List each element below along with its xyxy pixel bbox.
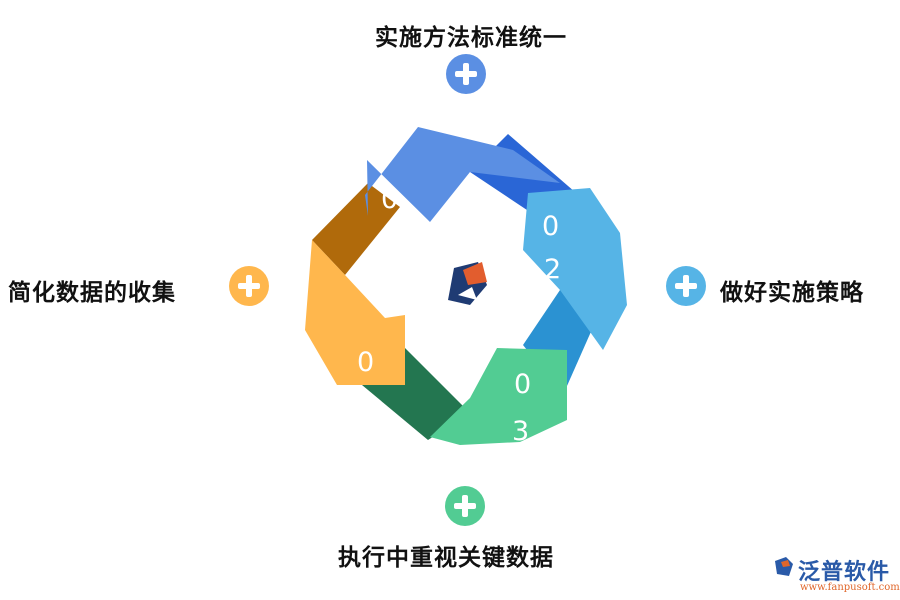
segment-2-arrow [523,188,627,350]
plus-icon-left [229,266,269,306]
segment-4-shade [312,183,400,275]
item-label-right: 做好实施策略 [720,280,864,306]
item-label-left: 简化数据的收集 [8,280,176,306]
brand-name: 泛普软件 [798,560,891,585]
brand-url: www.fanpusoft.com [800,582,900,593]
segment-4-digit-2: 4 [358,389,375,420]
segment-1-digit-1: 0 [381,184,398,215]
segment-2-digit-2: 2 [544,254,561,285]
plus-icon-top [446,54,486,94]
item-label-top: 实施方法标准统一 [375,25,567,51]
center-logo [448,262,487,305]
brand-watermark: 泛普软件 www.fanpusoft.com [770,552,900,598]
segment-4-arrow [305,240,405,385]
plus-icon-bottom [445,486,485,526]
segment-1-digit-2: 1 [383,229,400,260]
segment-4-digit-1: 0 [357,347,374,378]
plus-icon-right [666,266,706,306]
brand-logo-icon [775,557,793,576]
item-label-bottom: 执行中重视关键数据 [338,545,554,571]
segment-3-arrow [430,348,567,445]
segment-3-digit-1: 0 [514,369,531,400]
segment-3-digit-2: 3 [512,416,529,447]
segment-1-arrow [365,127,560,222]
segment-2-digit-1: 0 [542,211,559,242]
